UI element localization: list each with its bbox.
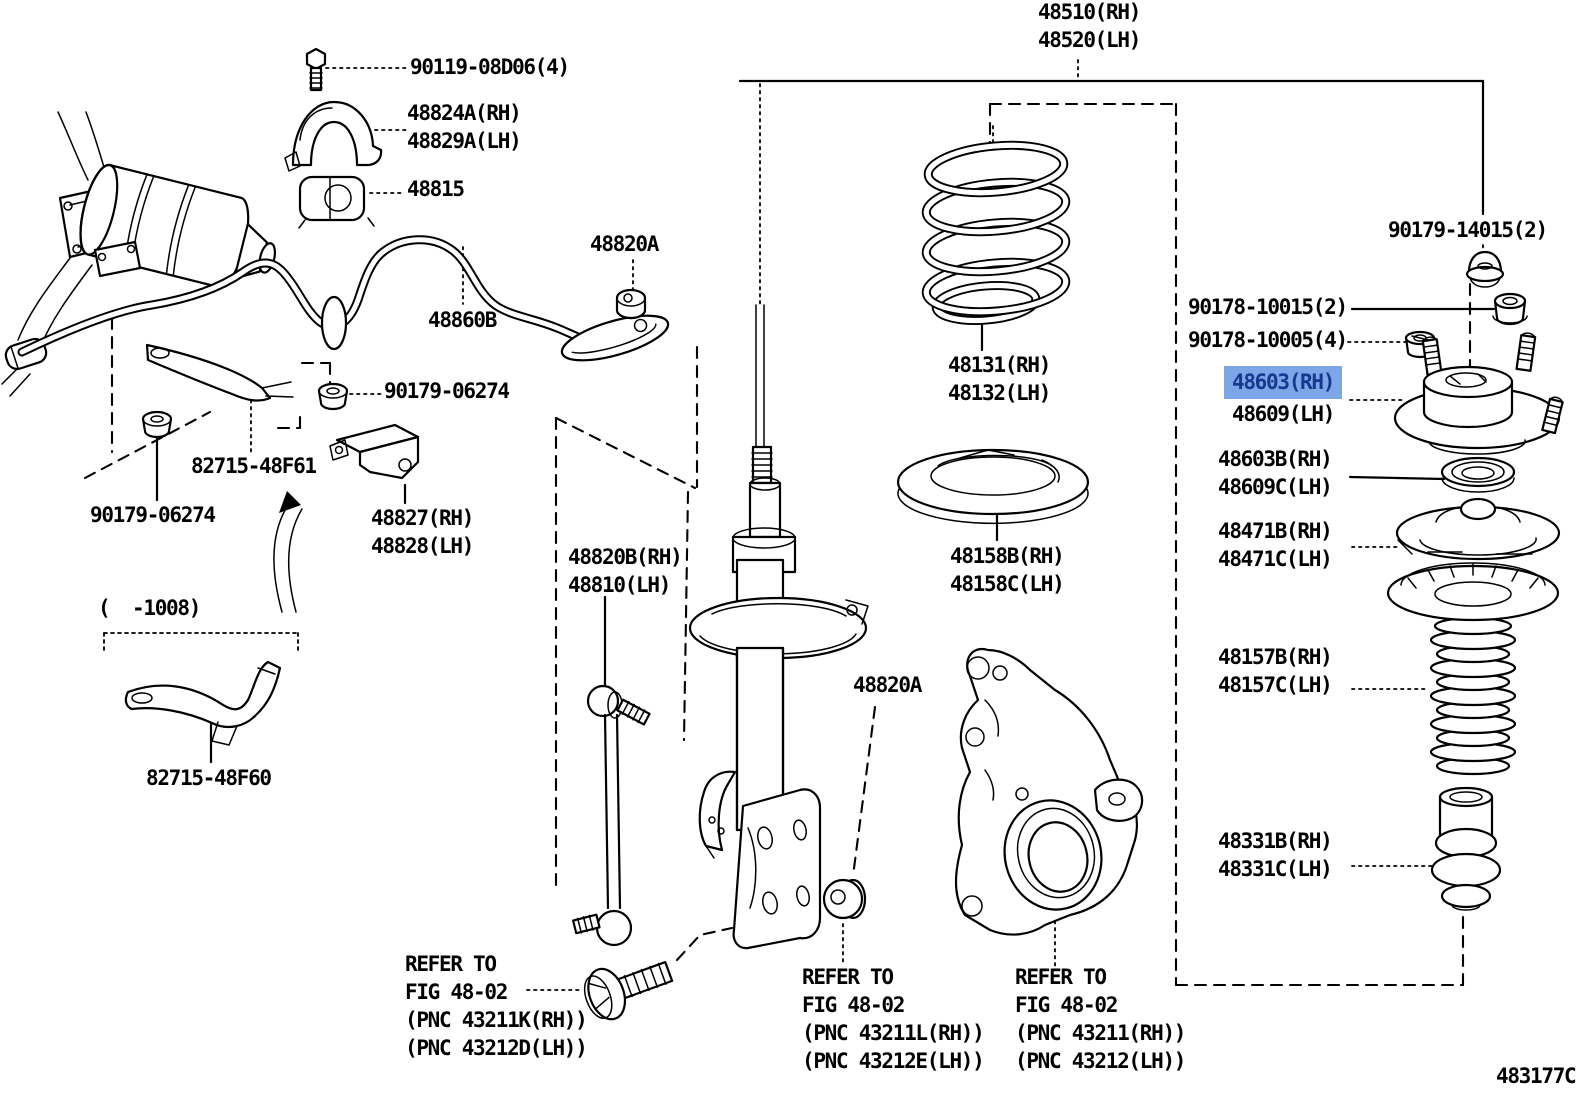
part-label-82715-48f61[interactable]: 82715-48F61: [191, 454, 317, 478]
coil-spring-drawing: [921, 140, 1071, 325]
cap-nut-90179-14015-drawing: [1465, 250, 1505, 288]
bracket-48827-drawing: [329, 423, 420, 480]
part-label-48510[interactable]: 48510(RH)48520(LH): [1037, 0, 1141, 52]
part-label-48158b[interactable]: 48158B(RH)48158C(LH): [950, 544, 1065, 596]
upper-spring-seat-48471-drawing: [1395, 497, 1561, 561]
nut-48820a-2-drawing: [822, 878, 867, 920]
part-label-90179-06274-1[interactable]: 90179-06274: [384, 379, 510, 403]
leader-lines: [83, 59, 1496, 991]
part-label-48131[interactable]: 48131(RH)48132(LH): [948, 353, 1051, 405]
part-label-48820b[interactable]: 48820B(RH)48810(LH): [568, 545, 683, 597]
part-label-90179-14015[interactable]: 90179-14015(2): [1388, 218, 1548, 242]
stabilizer-link-drawing: [571, 684, 651, 947]
dust-boot-48157-drawing: [1386, 562, 1560, 776]
nut-48820a-1-drawing: [615, 288, 647, 320]
diagram-code: 483177C: [1496, 1064, 1577, 1088]
part-label-48815[interactable]: 48815: [407, 177, 465, 201]
part-label-48860b[interactable]: 48860B: [428, 308, 497, 332]
stabilizer-bushing-48815-drawing: [298, 175, 375, 229]
part-label-48471b[interactable]: 48471B(RH)48471C(LH): [1218, 519, 1333, 571]
bracket-82715-48f61-drawing: [145, 343, 294, 402]
bolt-90119-drawing: [305, 47, 327, 92]
strut-mount-48603-drawing: [1393, 332, 1564, 455]
stabilizer-bar-end-eye: [560, 314, 670, 362]
flange-nut-90178-10015-drawing: [1492, 292, 1528, 326]
stabilizer-bracket-48824-drawing: [284, 100, 383, 172]
stabilizer-bar-drawing: [17, 235, 670, 362]
part-label-48820a-1[interactable]: 48820A: [590, 232, 659, 256]
part-label-90178-10015[interactable]: 90178-10015(2): [1188, 295, 1348, 319]
part-label-48827[interactable]: 48827(RH)48828(LH): [371, 506, 474, 558]
nut-90179-06274-2-drawing: [141, 410, 173, 439]
part-label-48157b[interactable]: 48157B(RH)48157C(LH): [1218, 645, 1333, 697]
part-label-90179-06274-2[interactable]: 90179-06274: [90, 503, 216, 527]
part-label-90178-10005[interactable]: 90178-10005(4): [1188, 328, 1348, 352]
nut-90179-06274-1-drawing: [317, 382, 349, 411]
part-label-48609-lh[interactable]: 48609(LH): [1232, 402, 1335, 426]
bearing-48603b-drawing: [1440, 456, 1516, 493]
knuckle-drawing: [954, 647, 1144, 936]
part-label-82715-48f60[interactable]: 82715-48F60: [146, 766, 272, 790]
part-label-90119-08d06[interactable]: 90119-08D06(4): [410, 55, 570, 79]
part-label-48820a-2[interactable]: 48820A: [853, 673, 922, 697]
bump-stopper-48331-drawing: [1430, 786, 1502, 911]
part-label-48603-rh[interactable]: 48603(RH): [1224, 366, 1343, 399]
bracket-82715-48f60-drawing: [124, 660, 282, 746]
part-label-48824a[interactable]: 48824A(RH)48829A(LH): [407, 101, 522, 153]
curved-arrow: [273, 491, 303, 613]
bolt-43211-drawing: [583, 960, 674, 1021]
part-label-48603b[interactable]: 48603B(RH)48609C(LH): [1218, 447, 1333, 499]
strut-drawing: [688, 304, 869, 950]
spring-seat-48158-drawing: [896, 448, 1090, 525]
bar-grommet: [320, 295, 348, 351]
part-label-note-1008: ( -1008): [98, 596, 201, 620]
part-label-48331b[interactable]: 48331B(RH)48331C(LH): [1218, 829, 1333, 881]
